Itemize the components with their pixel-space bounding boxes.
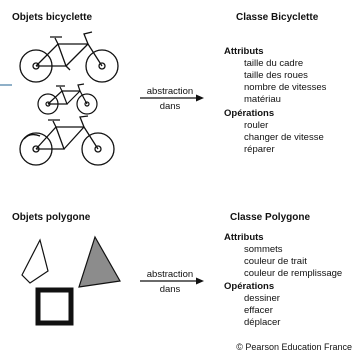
operation-item: dessiner: [244, 293, 280, 304]
operation-item: déplacer: [244, 317, 281, 328]
attribute-item: couleur de remplissage: [244, 268, 343, 279]
operation-item: changer de vitesse: [244, 132, 324, 143]
bicycle-icon-small: [37, 83, 98, 115]
bicycle-operations-label: Opérations: [224, 108, 275, 119]
attribute-item: couleur de trait: [244, 256, 307, 267]
arrow-label-abstraction-top: abstraction: [146, 86, 194, 97]
arrow-label-abstraction-bottom: abstraction: [146, 269, 194, 280]
bicycle-attributes-label: Attributs: [224, 46, 264, 57]
attribute-item: sommets: [244, 244, 283, 255]
attribute-item: taille des roues: [244, 70, 308, 81]
bicycle-objects-title: Objets bicyclette: [12, 12, 93, 23]
arrow-label-dans-top: dans: [159, 101, 181, 112]
bicycle-icon-large: [19, 31, 119, 83]
quadrilateral-shape: [21, 238, 49, 284]
rectangle-shape: [35, 287, 74, 326]
triangle-shape: [78, 235, 121, 288]
operation-item: effacer: [244, 305, 273, 316]
attribute-item: matériau: [244, 94, 281, 105]
polygon-attributes-label: Attributs: [224, 232, 264, 243]
operation-item: rouler: [244, 120, 269, 131]
attribute-item: nombre de vitesses: [244, 82, 327, 93]
polygon-class-title: Classe Polygone: [230, 212, 311, 223]
arrow-label-dans-bottom: dans: [159, 284, 181, 295]
bicycle-icon-medium: [19, 115, 115, 166]
attribute-item: taille du cadre: [244, 58, 304, 69]
abstraction-arrow-top: [140, 94, 204, 102]
copyright-notice: © Pearson Education France: [236, 342, 352, 352]
bicycle-class-title: Classe Bicyclette: [236, 12, 319, 23]
polygon-operations-label: Opérations: [224, 281, 275, 292]
accent-bar: [0, 84, 12, 86]
operation-item: réparer: [244, 144, 275, 155]
abstraction-arrow-bottom: [140, 277, 204, 285]
polygon-objects-title: Objets polygone: [12, 212, 91, 223]
